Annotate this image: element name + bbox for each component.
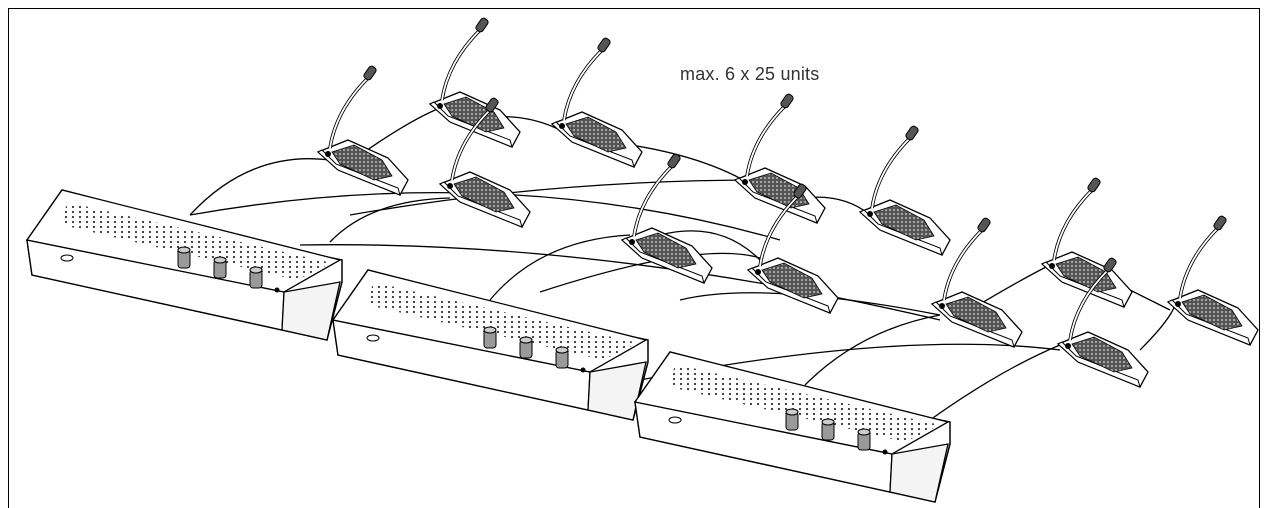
knob-icon — [785, 408, 799, 431]
cable — [359, 107, 441, 156]
knob-icon — [857, 428, 871, 451]
microphone-unit-icon — [1040, 177, 1133, 308]
microphone-unit-icon — [930, 217, 1023, 348]
cable — [299, 244, 941, 321]
delegate-units — [316, 17, 1259, 388]
knob-icon — [249, 266, 263, 289]
microphone-unit-icon — [550, 37, 643, 168]
knob-icon — [821, 418, 835, 441]
microphone-unit-icon — [858, 125, 951, 256]
control-unit-3 — [633, 351, 951, 503]
microphone-unit-icon — [746, 183, 839, 314]
cable — [1139, 304, 1176, 351]
knob-icon — [213, 256, 227, 279]
microphone-unit-icon — [733, 93, 826, 224]
control-unit-2 — [331, 269, 649, 421]
cable — [804, 314, 941, 386]
cable — [659, 230, 761, 261]
knob-icon — [555, 346, 569, 369]
cable — [329, 197, 451, 243]
cable — [929, 344, 1061, 421]
microphone-unit-icon — [1056, 257, 1149, 388]
cable — [189, 158, 331, 216]
knob-icon — [177, 246, 191, 269]
knob-icon — [519, 336, 533, 359]
microphone-unit-icon — [438, 97, 531, 228]
control-unit-1 — [25, 189, 343, 341]
microphone-unit-icon — [428, 17, 521, 148]
caption-max-units: max. 6 x 25 units — [680, 64, 820, 84]
microphone-unit-icon — [316, 65, 409, 196]
microphone-unit-icon — [1166, 215, 1259, 346]
cable — [489, 234, 631, 301]
microphone-unit-icon — [620, 153, 713, 284]
knob-icon — [483, 326, 497, 349]
cable — [349, 179, 761, 216]
